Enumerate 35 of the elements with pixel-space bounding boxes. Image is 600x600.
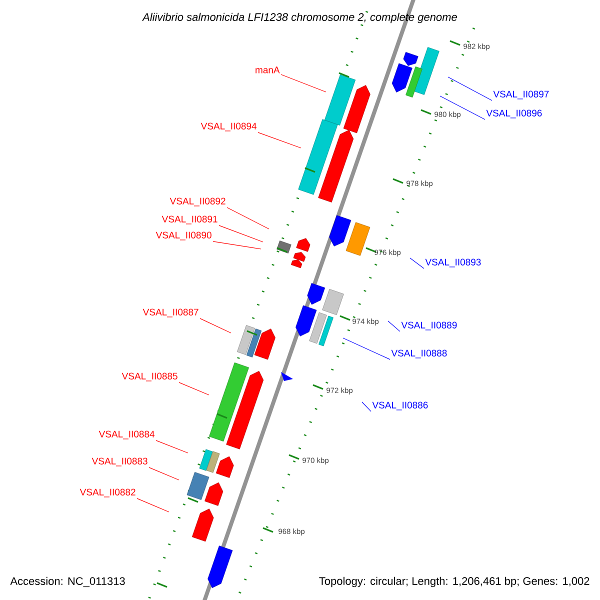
gene-label: VSAL_II0882 [80,488,136,498]
gene-label: VSAL_II0893 [425,258,481,268]
leader-line [258,132,302,148]
leader-line [226,207,270,230]
gene-label: VSAL_II0897 [493,90,549,100]
leader-line [178,382,210,396]
leader-line [410,258,424,269]
leader-line [200,318,232,334]
leader-line [362,402,372,412]
gene-label: VSAL_II0887 [142,308,198,318]
gene-label: VSAL_II0896 [486,110,542,118]
leader-line [440,96,486,120]
gene-label: VSAL_II0888 [391,350,447,358]
leader-line [156,440,188,454]
gene-label: VSAL_II0894 [200,122,257,132]
gene-label: VSAL_II0891 [162,216,218,224]
genome-summary-text: Topology: circular; Length: 1,206,461 bp; Genes: 1,002 [319,576,590,588]
gene-label: VSAL_II0885 [122,372,178,382]
gene-label: VSAL_II0890 [156,232,212,240]
gene-label: VSAL_II0884 [98,430,155,440]
leader-line [342,338,390,360]
leader-line [136,498,170,512]
gene-label: VSAL_II0883 [92,458,148,466]
gene-label: VSAL_II0886 [372,402,428,410]
title: Aliivibrio salmonicida LFI1238 chromosome 2, complete genome [142,12,457,24]
accession-text: Accession: NC_011313 [10,576,125,588]
gene-label: manA [256,66,280,74]
leader-line [212,241,262,250]
leader-line [280,74,326,92]
gene-label: VSAL_II0889 [401,322,457,330]
gene-label: VSAL_II0892 [170,198,226,206]
leader-line [388,320,400,332]
leader-line [148,467,180,480]
leader-line [218,225,264,242]
leader-line [448,76,492,101]
